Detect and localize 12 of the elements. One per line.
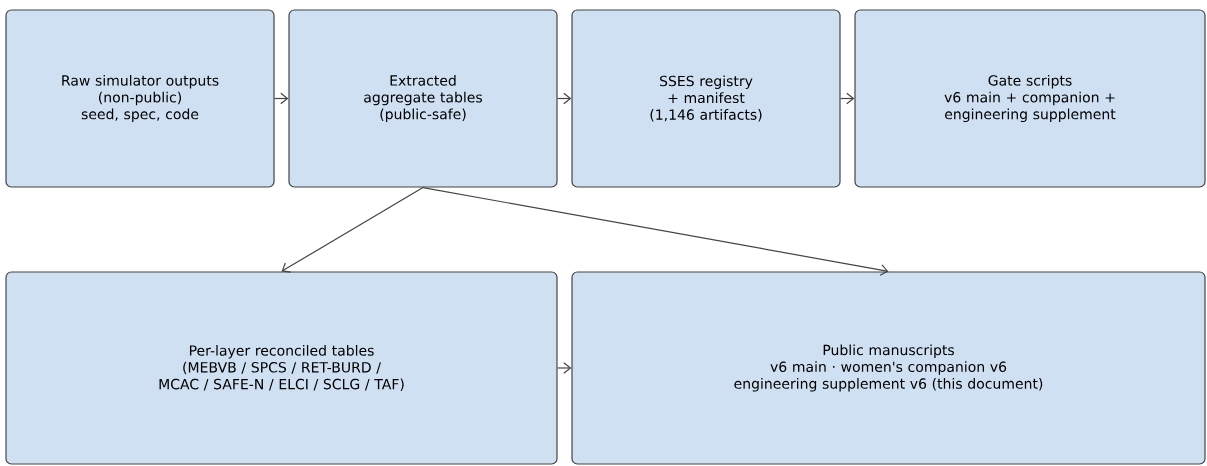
process-box: Public manuscripts v6 main · women's companion v6 engineering supplement v6 (this document) (571, 271, 1206, 465)
process-box: Raw simulator outputs (non-public) seed, spec, code (5, 9, 275, 188)
arrow (840, 92, 855, 105)
process-box: SSES registry + manifest (1,146 artifacts) (571, 9, 841, 188)
arrow (557, 362, 572, 374)
arrow (557, 92, 572, 105)
process-box: Gate scripts v6 main + companion + engineering supplement (854, 9, 1206, 188)
arrow (422, 187, 889, 276)
arrow (274, 92, 289, 105)
process-box: Extracted aggregate tables (public-safe) (288, 9, 558, 188)
arrow (281, 187, 424, 273)
process-box: Per-layer reconciled tables (MEBVB / SPCS / RET-BURD / MCAC / SAFE-N / ELCI / SCLG / TAF) (5, 271, 558, 465)
